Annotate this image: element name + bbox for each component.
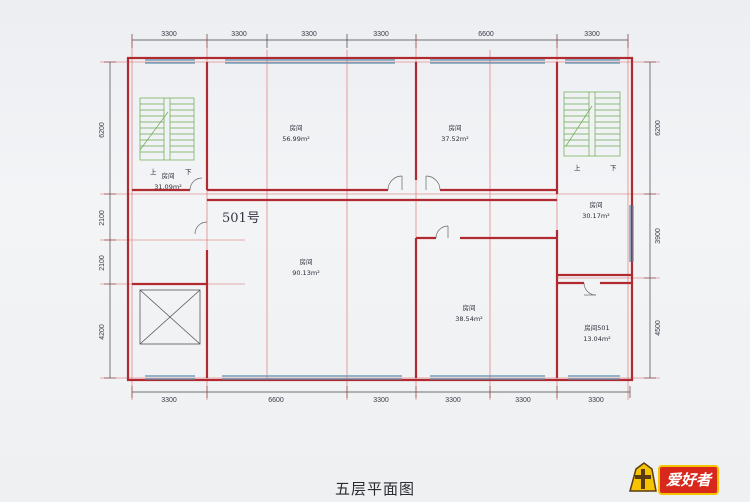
room-7-name: 房间501 xyxy=(584,323,609,332)
room-5-area: 90.13m² xyxy=(292,269,320,277)
dim-top-4: 3300 xyxy=(373,31,389,38)
room-6-area: 38.54m² xyxy=(455,315,483,323)
unit-number-label: 501号 xyxy=(222,211,260,226)
axis-grid xyxy=(100,36,660,400)
elevator-shaft xyxy=(139,289,201,345)
logo-figure-icon xyxy=(629,462,657,492)
dim-top-2: 3300 xyxy=(231,31,247,38)
walls xyxy=(126,56,634,382)
room-labels: 房间 56.99m² 房间 37.52m² 房间 31.09m² 房间 30.1… xyxy=(150,123,617,343)
dim-left-2: 2100 xyxy=(99,210,106,226)
dim-bottom-3: 3300 xyxy=(373,397,389,404)
stair-left-down-label: 下 xyxy=(185,168,192,176)
dim-top-6: 3300 xyxy=(584,31,600,38)
dim-bottom-6: 3300 xyxy=(588,397,604,404)
room-3-area: 31.09m² xyxy=(154,183,182,191)
dim-bottom-4: 3300 xyxy=(445,397,461,404)
stair-right xyxy=(563,91,621,157)
dim-right-3: 4500 xyxy=(655,320,662,336)
doors xyxy=(189,175,597,296)
dim-bottom-5: 3300 xyxy=(515,397,531,404)
bottom-dimension-labels: 3300 6600 3300 3300 3300 3300 xyxy=(161,397,604,404)
room-5-name: 房间 xyxy=(300,257,313,266)
stair-right-up-label: 上 xyxy=(574,163,581,172)
logo-text: 爱好者 xyxy=(658,465,720,495)
room-2-area: 37.52m² xyxy=(441,135,469,143)
dim-bottom-2: 6600 xyxy=(268,397,284,404)
windows xyxy=(145,59,634,380)
room-4-name: 房间 xyxy=(590,200,603,209)
room-1-area: 56.99m² xyxy=(282,135,310,143)
dim-left-3: 2100 xyxy=(99,255,106,271)
stair-right-down-label: 下 xyxy=(610,164,617,172)
dim-left-1: 6200 xyxy=(99,122,106,138)
room-1-name: 房间 xyxy=(290,123,303,132)
dim-right-2: 3900 xyxy=(655,228,662,244)
dim-left-4: 4200 xyxy=(99,324,106,340)
room-7-area: 13.04m² xyxy=(583,335,611,343)
room-3-name: 房间 xyxy=(162,171,175,180)
right-dimension-labels: 6200 3900 4500 xyxy=(655,120,662,336)
left-dimension-labels: 6200 2100 2100 4200 xyxy=(99,122,106,340)
drawing-title: 五层平面图 xyxy=(334,480,415,498)
watermark-logo: 爱好者 xyxy=(626,461,744,495)
dim-top-3: 3300 xyxy=(301,31,317,38)
stair-left xyxy=(139,97,195,161)
dim-right-1: 6200 xyxy=(655,120,662,136)
room-4-area: 30.17m² xyxy=(582,212,610,220)
stair-left-up-label: 上 xyxy=(150,167,157,176)
top-dimension-labels: 3300 3300 3300 3300 6600 3300 xyxy=(161,31,600,38)
room-6-name: 房间 xyxy=(463,303,476,312)
dim-top-1: 3300 xyxy=(161,31,177,38)
dim-top-5: 6600 xyxy=(478,31,494,38)
room-2-name: 房间 xyxy=(449,123,462,132)
dim-bottom-1: 3300 xyxy=(161,397,177,404)
